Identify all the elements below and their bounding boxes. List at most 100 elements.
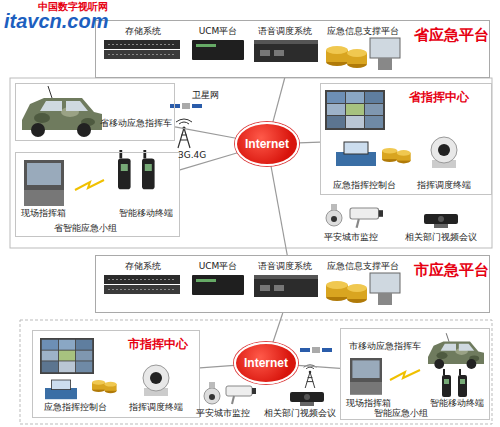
- node-title: 市应急平台: [414, 262, 489, 279]
- device-name: 现场指挥箱: [18, 208, 68, 219]
- network-link: [175, 127, 236, 138]
- device-label: 智能应急小组: [370, 408, 432, 419]
- cctv-camera-icon: [226, 386, 256, 404]
- video-conference-icon: [424, 214, 458, 228]
- province-frame: [10, 78, 492, 248]
- wireless-symbol: [390, 370, 420, 380]
- network-label: 卫星网: [192, 90, 219, 101]
- group-box: 市移动应急指挥车现场指挥箱智能应急小组智能移动终端: [340, 328, 490, 420]
- device-name: 语音调度系统: [250, 26, 320, 37]
- field-case-icon: [350, 358, 382, 395]
- device-name: 语音调度系统: [250, 261, 320, 272]
- ptz-camera-icon: [143, 365, 169, 396]
- device-name: 应急指挥控制台: [38, 402, 113, 413]
- device-name: 指挥调度终端: [404, 180, 484, 191]
- device-label: 相关部门视频会议: [262, 408, 338, 419]
- video-wall-icon: [325, 90, 385, 130]
- device-label: 相关部门视频会议: [398, 232, 484, 244]
- network-link: [271, 166, 287, 255]
- video-conference-icon: [290, 392, 324, 406]
- control-console-icon: [336, 142, 376, 166]
- group-box: 市指挥中心应急指挥控制台指挥调度终端: [32, 330, 200, 418]
- device-name: 存储系统: [108, 26, 178, 37]
- device-name: 智能应急小组: [370, 408, 432, 419]
- node-title: 市移动应急指挥车: [349, 341, 421, 352]
- radio-icon: [458, 369, 467, 397]
- internet-cloud: Internet: [235, 122, 299, 166]
- device-label: 平安城市监控: [318, 232, 384, 244]
- city-platform-equipment: [104, 273, 400, 305]
- platform-band: 省应急平台 存储系统 UCM平台语音调度系统应急信息支撑平台: [95, 20, 490, 78]
- vehicle-icon: [428, 333, 484, 369]
- device-name: 应急信息支撑平台: [322, 26, 404, 37]
- platform-band: 市应急平台 存储系统 UCM平台语音调度系统应急信息支撑平台: [95, 255, 490, 313]
- device-name: 应急信息支撑平台: [322, 261, 404, 272]
- group-box: 省指挥中心应急指挥控制台指挥调度终端: [320, 83, 492, 195]
- device-label: 现场指挥箱: [344, 398, 392, 409]
- device-label: 应急信息支撑平台: [322, 26, 404, 38]
- storage-cylinder-icon: [92, 380, 117, 393]
- province-platform-equipment: [104, 38, 400, 70]
- group-box: 省移动应急指挥车: [15, 83, 175, 141]
- device-label: 指挥调度终端: [404, 180, 484, 191]
- city-frame: [20, 320, 492, 424]
- field-case-icon: [24, 160, 64, 206]
- tower-icon: [176, 119, 192, 148]
- device-label: 智能移动终端: [116, 208, 176, 219]
- network-link: [200, 365, 234, 368]
- device-name: 指挥调度终端: [118, 402, 193, 413]
- network-label: 3G.4G: [178, 150, 206, 161]
- node-title: Internet: [245, 139, 289, 150]
- node-title: 省应急平台: [414, 27, 489, 44]
- device-name: UCM平台: [188, 261, 248, 272]
- device-label: 应急指挥控制台: [328, 180, 400, 191]
- device-name: 现场指挥箱: [344, 398, 392, 409]
- device-label: 智能移动终端: [428, 398, 486, 409]
- device-label: 应急信息支撑平台: [322, 261, 404, 273]
- device-label: 平安城市监控: [190, 408, 256, 419]
- control-console-icon: [45, 380, 77, 399]
- device-name: 存储系统: [108, 261, 178, 272]
- internet-cloud: Internet: [234, 342, 298, 384]
- network-link: [273, 78, 285, 122]
- radio-icon: [118, 150, 131, 189]
- device-label: 语音调度系统: [250, 26, 320, 38]
- network-link: [298, 365, 340, 368]
- device-name: 相关部门视频会议: [262, 408, 338, 419]
- network-link: [299, 141, 320, 143]
- device-name: 应急指挥控制台: [328, 180, 400, 191]
- device-name: 平安城市监控: [190, 408, 256, 419]
- vehicle-icon: [22, 86, 102, 137]
- device-name: 平安城市监控: [318, 232, 384, 243]
- video-wall-icon: [40, 338, 94, 374]
- device-label: 存储系统: [108, 26, 178, 38]
- node-title: 省智能应急小组: [54, 223, 117, 234]
- device-label: UCM平台: [188, 261, 248, 273]
- device-label: UCM平台: [188, 26, 248, 38]
- storage-cylinder-icon: [382, 148, 411, 163]
- device-name: 智能移动终端: [116, 208, 176, 219]
- tower-icon: [304, 365, 317, 388]
- device-label: 现场指挥箱: [18, 208, 68, 219]
- device-name: 相关部门视频会议: [398, 232, 484, 243]
- radio-icon: [142, 150, 155, 189]
- device-label: 存储系统: [108, 261, 178, 273]
- device-name: UCM平台: [188, 26, 248, 37]
- cctv-camera-icon: [350, 208, 383, 228]
- device-name: 智能移动终端: [428, 398, 486, 409]
- node-title: 市指挥中心: [128, 337, 188, 351]
- ptz-camera-icon: [431, 137, 457, 168]
- device-label: 应急指挥控制台: [38, 402, 113, 413]
- watermark: itavcn.com: [4, 10, 108, 32]
- radio-icon: [442, 369, 451, 397]
- dome-camera-icon: [326, 204, 342, 226]
- satellite-icon: [300, 347, 332, 353]
- device-label: 语音调度系统: [250, 261, 320, 273]
- dome-camera-icon: [204, 382, 220, 404]
- network-link: [273, 313, 283, 342]
- node-title: 省移动应急指挥车: [100, 118, 172, 129]
- node-title: Internet: [244, 358, 288, 369]
- wireless-symbol: [75, 180, 104, 190]
- device-label: 指挥调度终端: [118, 402, 193, 413]
